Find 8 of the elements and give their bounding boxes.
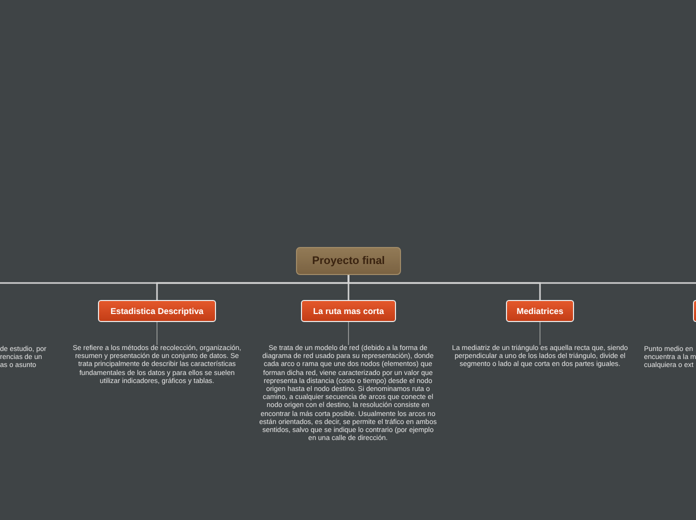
partial-topic-box bbox=[693, 300, 696, 322]
connector-line bbox=[156, 322, 158, 346]
connector-line bbox=[348, 275, 696, 284]
topic-box: Mediatrices bbox=[506, 300, 574, 322]
connector-line bbox=[348, 322, 349, 346]
topic-box: La ruta mas corta bbox=[301, 300, 396, 322]
central-topic-box: Proyecto final bbox=[296, 247, 401, 275]
topic-box: Estadistica Descriptiva bbox=[98, 300, 216, 322]
